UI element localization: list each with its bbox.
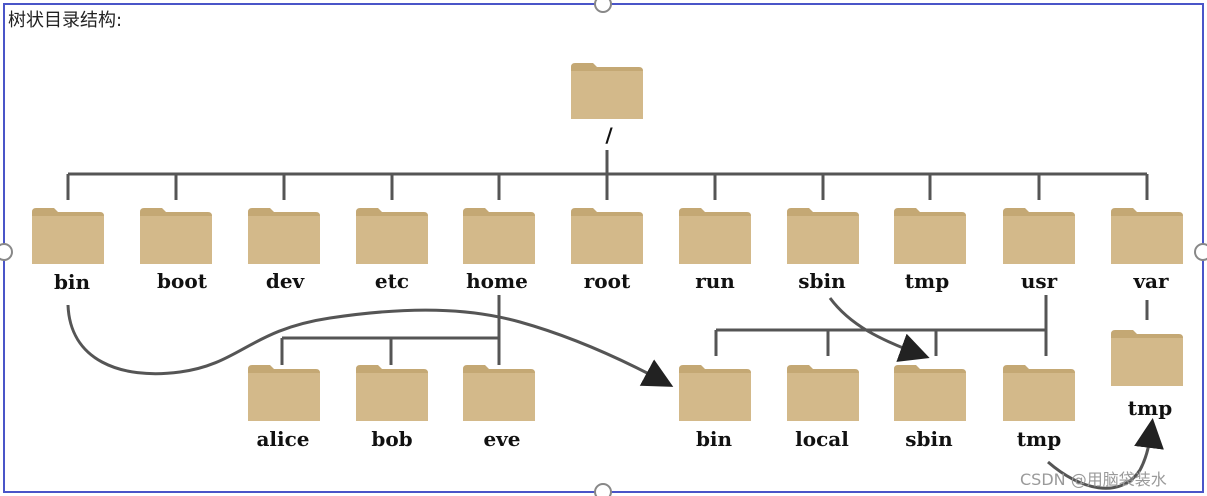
label-eve: eve	[483, 427, 520, 451]
folder-alice[interactable]	[248, 365, 320, 421]
arrow-sbin-to-usr-sbin	[828, 297, 930, 362]
folder-tmp[interactable]	[894, 208, 966, 264]
folder-dev[interactable]	[248, 208, 320, 264]
folder-usr[interactable]	[1003, 208, 1075, 264]
folder-usr-local[interactable]	[787, 365, 859, 421]
label-usr-tmp: tmp	[1017, 427, 1061, 451]
label-root: root	[584, 269, 631, 293]
resize-handle-bottom[interactable]	[594, 483, 612, 496]
folder-bob[interactable]	[356, 365, 428, 421]
label-usr-sbin: sbin	[905, 427, 953, 451]
label-usr-bin: bin	[696, 427, 733, 451]
folder-root-dir[interactable]	[571, 63, 643, 119]
arrow-bin-to-usr-bin	[66, 304, 674, 387]
label-usr: usr	[1021, 269, 1058, 293]
label-run: run	[695, 269, 735, 293]
label-sbin: sbin	[798, 269, 846, 293]
resize-handle-right[interactable]	[1194, 243, 1207, 261]
link-arrows	[66, 297, 1164, 490]
label-var: var	[1132, 269, 1169, 293]
folder-root[interactable]	[571, 208, 643, 264]
folder-var-tmp[interactable]	[1111, 330, 1183, 386]
label-dev: dev	[266, 269, 306, 293]
folder-boot[interactable]	[140, 208, 212, 264]
folder-var[interactable]	[1111, 208, 1183, 264]
arrow-usr-tmp-to-var-tmp	[1047, 418, 1164, 490]
folder-sbin[interactable]	[787, 208, 859, 264]
root-dir-label: /	[605, 123, 613, 147]
label-alice: alice	[256, 427, 309, 451]
folder-run[interactable]	[679, 208, 751, 264]
tree-connectors	[66, 150, 1149, 365]
folder-eve[interactable]	[463, 365, 535, 421]
resize-handle-left[interactable]	[0, 243, 13, 261]
label-home: home	[466, 269, 528, 293]
resize-handle-top[interactable]	[594, 0, 612, 13]
label-tmp: tmp	[905, 269, 949, 293]
folder-usr-sbin[interactable]	[894, 365, 966, 421]
folder-usr-tmp[interactable]	[1003, 365, 1075, 421]
diagram-caption: 树状目录结构:	[8, 10, 123, 31]
label-var-tmp: tmp	[1128, 396, 1172, 420]
folder-bin[interactable]	[32, 208, 104, 264]
folder-etc[interactable]	[356, 208, 428, 264]
label-usr-local: local	[795, 427, 849, 451]
csdn-watermark: CSDN @用脑袋装水	[1020, 470, 1167, 489]
label-boot: boot	[157, 269, 208, 293]
folder-home[interactable]	[463, 208, 535, 264]
label-bin: bin	[54, 270, 91, 294]
label-etc: etc	[375, 269, 409, 293]
label-bob: bob	[371, 427, 412, 451]
folder-usr-bin[interactable]	[679, 365, 751, 421]
